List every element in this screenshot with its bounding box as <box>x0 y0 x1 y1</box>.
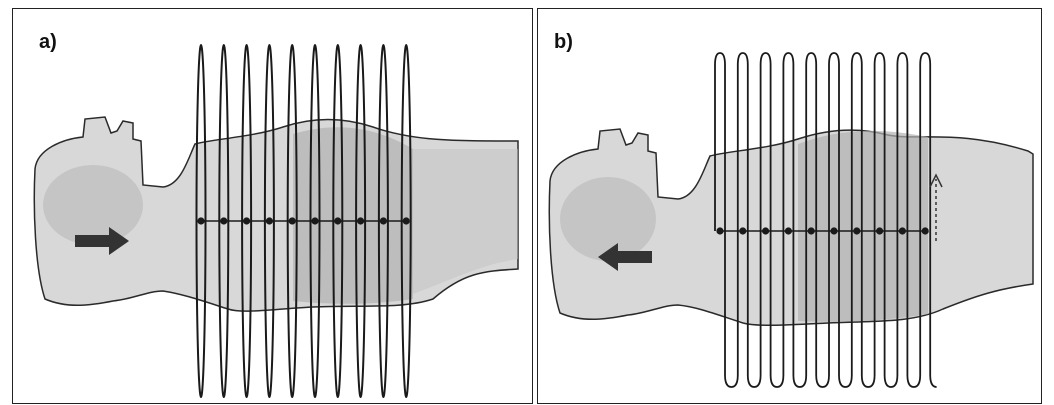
coil-node <box>220 217 227 224</box>
panel-a: a) <box>12 8 533 404</box>
coil-node <box>289 217 296 224</box>
panel-b: b) <box>537 8 1042 404</box>
lower-shade <box>413 149 518 294</box>
coil-node <box>762 227 769 234</box>
panel-a-diagram <box>13 9 533 404</box>
panel-b-label: b) <box>554 31 573 54</box>
coil-node <box>739 227 746 234</box>
coil-group-a <box>197 45 411 397</box>
coil-node <box>876 227 883 234</box>
coil-node <box>785 227 792 234</box>
coil-node <box>853 227 860 234</box>
panel-a-label: a) <box>39 31 57 54</box>
coil-node <box>266 217 273 224</box>
panel-b-diagram <box>538 9 1042 404</box>
coil-node <box>334 217 341 224</box>
coil-node <box>716 227 723 234</box>
coil-node <box>380 217 387 224</box>
coil-node <box>357 217 364 224</box>
head-shade <box>43 165 143 245</box>
coil-node <box>197 217 204 224</box>
coil-node <box>830 227 837 234</box>
head-shade <box>560 177 656 261</box>
coil-node <box>311 217 318 224</box>
coil-node <box>403 217 410 224</box>
torso-shade <box>798 131 928 322</box>
coil-node <box>243 217 250 224</box>
coil-node <box>899 227 906 234</box>
coil-node <box>808 227 815 234</box>
coil-node <box>922 227 929 234</box>
